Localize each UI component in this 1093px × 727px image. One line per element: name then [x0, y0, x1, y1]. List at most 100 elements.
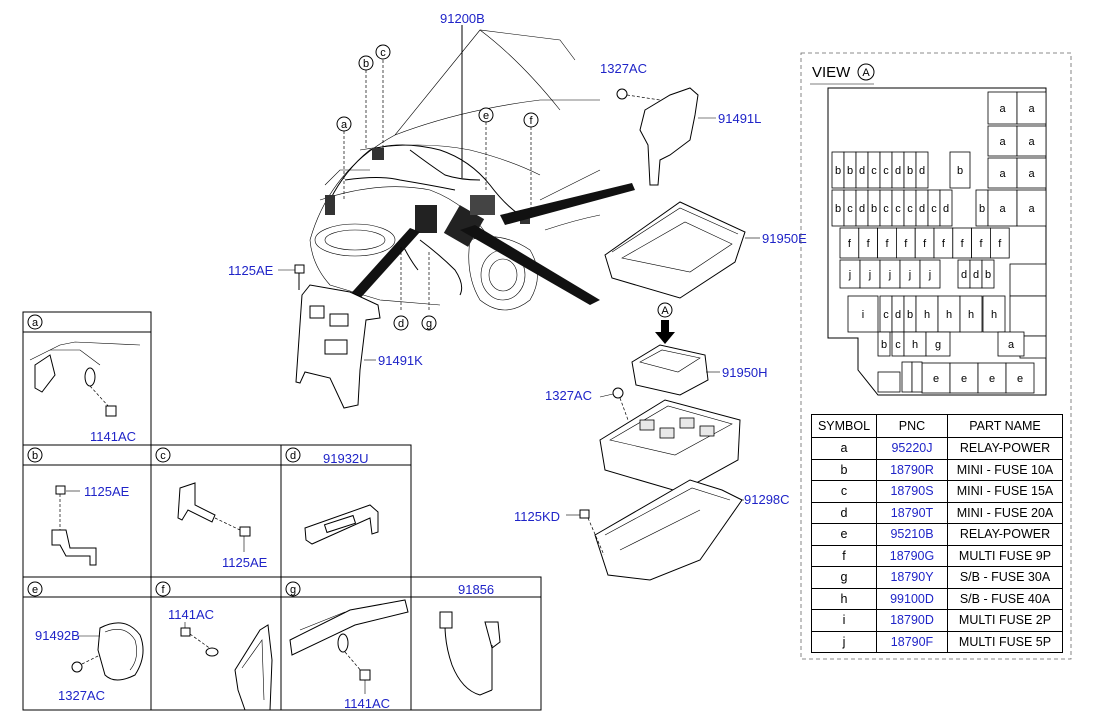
fuse-slot	[990, 227, 1010, 259]
parts-table-header: SYMBOL PNC PART NAME	[811, 414, 1063, 438]
callout-nut-top[interactable]: 1327AC	[600, 61, 647, 76]
part-name-cell: MINI - FUSE 20A	[947, 501, 1063, 524]
fuse-slot-label: a	[999, 136, 1006, 148]
detail-e-part-2[interactable]: 1327AC	[58, 688, 105, 703]
callout-nut-mid[interactable]: 1327AC	[545, 388, 592, 403]
marker-leaders	[343, 25, 532, 310]
detail-d: d	[285, 447, 379, 545]
detail-e-part-1[interactable]: 91492B	[35, 628, 80, 643]
fuse-slot-label: b	[907, 165, 913, 177]
fuse-slot-label: a	[999, 103, 1006, 115]
fuse-slot-label: b	[835, 165, 841, 177]
callout-bolt-left[interactable]: 1125AE	[228, 263, 274, 278]
fuse-slot-label: f	[979, 238, 983, 250]
svg-text:g: g	[290, 584, 296, 596]
callout-bolt-mid[interactable]: 1125KD	[514, 509, 560, 524]
fuse-slot-label: j	[868, 269, 871, 281]
detail-c-part[interactable]: 1125AE	[222, 555, 268, 570]
detail-a-part[interactable]: 1141AC	[90, 429, 136, 444]
symbol-cell: e	[811, 523, 877, 546]
part-name-cell: MINI - FUSE 15A	[947, 480, 1063, 503]
fuse-slot	[997, 331, 1025, 357]
symbol-cell: i	[811, 609, 877, 632]
blank-slot	[901, 361, 913, 393]
fuse-slot	[877, 331, 891, 357]
letter-marker-b: b	[358, 55, 374, 71]
pnc-cell[interactable]: 95220J	[876, 437, 948, 460]
pnc-cell[interactable]: 18790Y	[876, 566, 948, 589]
pnc-cell[interactable]: 18790R	[876, 458, 948, 481]
fuse-slot-label: c	[931, 203, 937, 215]
fuse-slot-label: j	[848, 269, 851, 281]
fuse-slot	[1016, 189, 1047, 227]
fuse-slot-label: b	[979, 203, 985, 215]
arrow-view-a: A	[655, 302, 675, 344]
fuse-slot-label: c	[895, 339, 901, 351]
letter-marker-e: e	[478, 107, 494, 123]
svg-text:A: A	[661, 305, 669, 317]
symbol-cell: h	[811, 587, 877, 610]
pnc-cell[interactable]: 18790T	[876, 501, 948, 524]
junction-box-91950H	[631, 344, 720, 396]
fuse-slot	[981, 259, 995, 289]
callout-main-harness[interactable]: 91200B	[440, 11, 485, 26]
symbol-cell: b	[811, 458, 877, 481]
header-part-name: PART NAME	[947, 414, 1063, 438]
fuse-slot-label: c	[847, 203, 853, 215]
detail-e: e	[27, 581, 144, 681]
symbol-cell: a	[811, 437, 877, 460]
detail-f-part[interactable]: 1141AC	[168, 607, 214, 622]
detail-g-part[interactable]: 1141AC	[344, 696, 390, 711]
svg-text:f: f	[161, 584, 165, 596]
pnc-cell[interactable]: 99100D	[876, 587, 948, 610]
fuse-slot-label: i	[862, 309, 864, 321]
detail-d-title[interactable]: 91932U	[323, 451, 369, 466]
callout-cover[interactable]: 91950E	[762, 231, 807, 246]
callout-bracket-top[interactable]: 91491L	[718, 111, 761, 126]
part-name-cell: MULTI FUSE 2P	[947, 609, 1063, 632]
header-symbol: SYMBOL	[811, 414, 877, 438]
fuse-slot-label: d	[919, 165, 925, 177]
callout-lower-case[interactable]: 91298C	[744, 492, 790, 507]
detail-b-part[interactable]: 1125AE	[84, 484, 130, 499]
pnc-cell[interactable]: 18790D	[876, 609, 948, 632]
fuse-slot-label: d	[895, 309, 901, 321]
symbol-cell: f	[811, 544, 877, 567]
fuse-slot-label: a	[999, 203, 1006, 215]
fuse-slot-label: d	[973, 269, 979, 281]
letter-marker-d: d	[393, 315, 409, 331]
fuse-slot-label: b	[985, 269, 991, 281]
detail-c: c	[155, 447, 251, 552]
fuse-slot-label: d	[859, 203, 865, 215]
symbol-cell: j	[811, 630, 877, 653]
svg-text:a: a	[341, 119, 348, 131]
pnc-cell[interactable]: 95210B	[876, 523, 948, 546]
svg-text:c: c	[160, 450, 166, 462]
vehicle-sketch	[309, 29, 635, 311]
fuse-slot-label: d	[895, 165, 901, 177]
fuse-slot-label: d	[859, 165, 865, 177]
detail-91856-title[interactable]: 91856	[458, 582, 494, 597]
pnc-cell[interactable]: 18790F	[876, 630, 948, 653]
fuse-slot-label: e	[1017, 373, 1023, 385]
callout-bracket-left[interactable]: 91491K	[378, 353, 423, 368]
pnc-cell[interactable]: 18790S	[876, 480, 948, 503]
pnc-cell[interactable]: 18790G	[876, 544, 948, 567]
fuse-slot-label: a	[999, 168, 1006, 180]
callout-junction-box[interactable]: 91950H	[722, 365, 768, 380]
fuse-slot-label: h	[968, 309, 974, 321]
part-name-cell: MULTI FUSE 5P	[947, 630, 1063, 653]
